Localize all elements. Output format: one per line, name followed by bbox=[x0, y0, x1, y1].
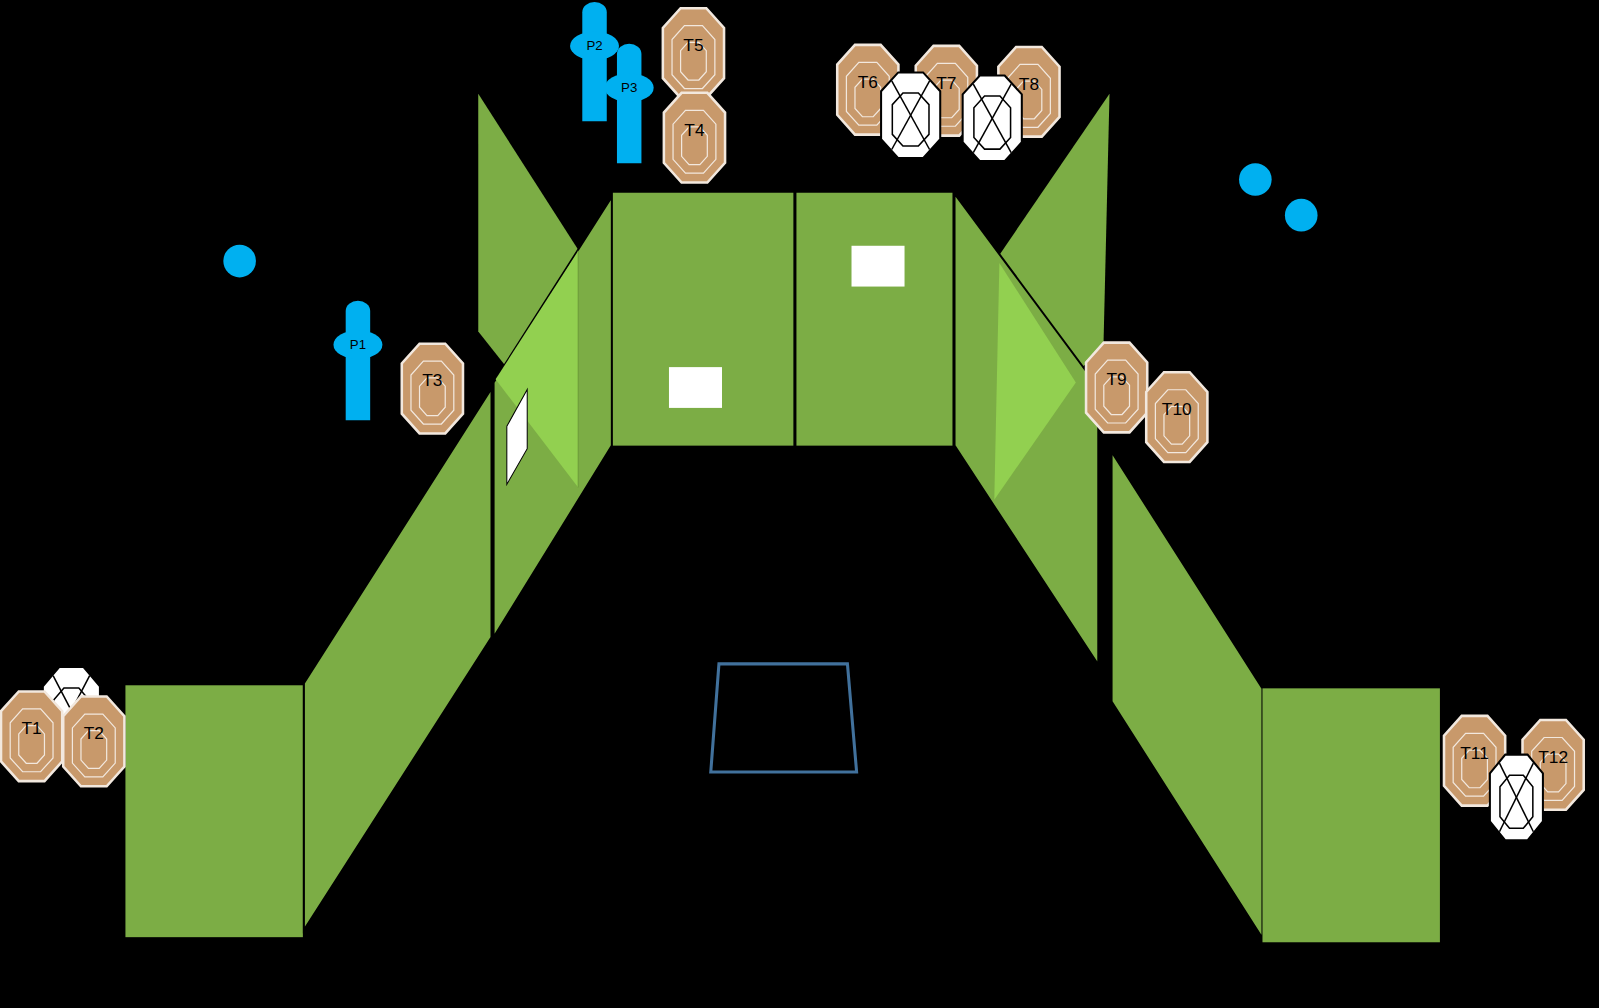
wall-side bbox=[494, 197, 612, 638]
person-shoulders bbox=[333, 330, 382, 359]
target-zone bbox=[1532, 737, 1575, 800]
target: T1 bbox=[0, 690, 63, 782]
person-body bbox=[582, 2, 606, 121]
target-label: T3 bbox=[401, 371, 464, 391]
person-figure: P1 bbox=[333, 300, 382, 419]
target-label: T1 bbox=[0, 719, 63, 739]
target-label: T7 bbox=[915, 73, 978, 93]
target: T10 bbox=[1145, 371, 1208, 463]
target-label: T4 bbox=[663, 120, 726, 140]
person-body bbox=[346, 300, 370, 419]
target-zone bbox=[10, 709, 53, 772]
target-label: T2 bbox=[62, 724, 125, 744]
person-shoulders bbox=[605, 73, 654, 102]
wall-back bbox=[796, 193, 952, 446]
target-zone bbox=[925, 63, 968, 126]
wall-light bbox=[994, 263, 1076, 500]
wall-side bbox=[1112, 452, 1263, 938]
wall-block bbox=[125, 685, 302, 937]
target-label: T10 bbox=[1145, 400, 1208, 420]
target-zone bbox=[672, 26, 715, 89]
person-label: P1 bbox=[333, 336, 382, 352]
target-zone bbox=[72, 714, 115, 777]
person-shape bbox=[570, 2, 619, 121]
target-label: T5 bbox=[662, 36, 725, 56]
popper bbox=[223, 245, 256, 278]
shooting-box bbox=[711, 664, 857, 772]
no-shoot-group bbox=[881, 72, 1543, 840]
wall-port bbox=[852, 246, 905, 287]
wall-side bbox=[304, 389, 492, 930]
target: T3 bbox=[401, 343, 464, 435]
person-label: P2 bbox=[570, 37, 619, 53]
target-zone bbox=[673, 110, 716, 173]
popper bbox=[1285, 199, 1318, 232]
person-shape bbox=[605, 43, 654, 162]
wall-edge bbox=[578, 251, 579, 488]
target: T2 bbox=[62, 695, 125, 787]
wall-port bbox=[669, 367, 722, 408]
person-shape bbox=[333, 300, 382, 419]
target-zone bbox=[1095, 360, 1138, 423]
target-label: T11 bbox=[1443, 743, 1506, 763]
wall-side bbox=[955, 194, 1099, 665]
target-zone bbox=[846, 62, 889, 125]
wall-window bbox=[507, 390, 527, 485]
person-figure: P3 bbox=[605, 43, 654, 162]
target: T12 bbox=[1521, 719, 1584, 811]
target: T6 bbox=[836, 44, 899, 136]
target-label: T12 bbox=[1521, 747, 1584, 767]
target-label: T6 bbox=[836, 72, 899, 92]
target-label: T8 bbox=[997, 74, 1060, 94]
target-zone bbox=[411, 361, 454, 424]
person-label: P3 bbox=[605, 79, 654, 95]
target-zone bbox=[1008, 64, 1051, 127]
person-body bbox=[617, 43, 641, 162]
target-label: T9 bbox=[1085, 370, 1148, 390]
wall-light bbox=[496, 251, 579, 488]
target: T5 bbox=[662, 7, 725, 99]
target-zone bbox=[1155, 390, 1198, 453]
person-figure: P2 bbox=[570, 2, 619, 121]
target: T7 bbox=[915, 45, 978, 137]
target: T4 bbox=[663, 92, 726, 184]
popper bbox=[1239, 163, 1272, 196]
person-shoulders bbox=[570, 31, 619, 60]
target-zone bbox=[1453, 733, 1496, 796]
target: T8 bbox=[997, 46, 1060, 138]
wall-back bbox=[613, 193, 793, 446]
target: T9 bbox=[1085, 342, 1148, 434]
target: T11 bbox=[1443, 715, 1506, 807]
wall-block bbox=[1262, 688, 1439, 942]
